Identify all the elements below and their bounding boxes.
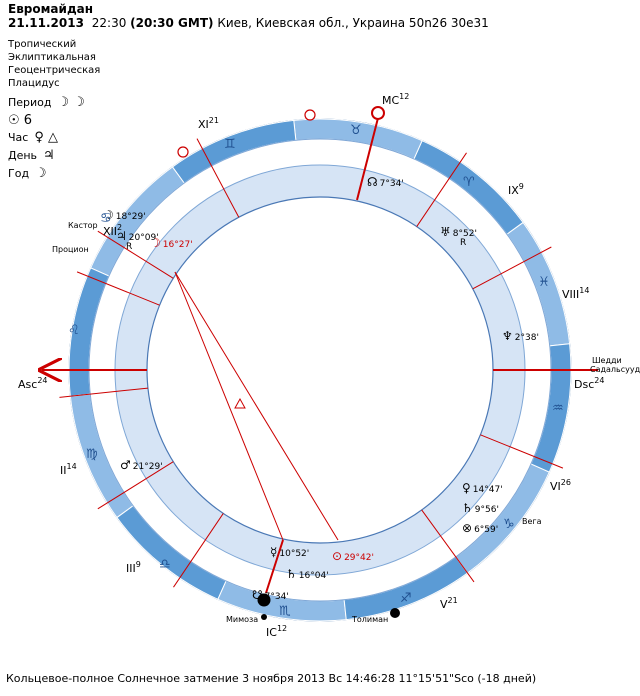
house-cusps	[59, 138, 564, 588]
house-cusp-line	[416, 152, 467, 227]
mc-axis-line	[356, 117, 379, 201]
star-procyon: Процион	[52, 245, 89, 254]
part-of-fortune-dot	[177, 146, 189, 158]
house-cusp-line	[196, 138, 240, 218]
star-toliman: Толиман	[351, 615, 388, 624]
sign-capricorn-icon: ♑	[503, 517, 515, 532]
house-cusp-line	[97, 461, 174, 510]
house-label-9: IX9	[508, 182, 524, 197]
zodiac-sign-segments	[68, 118, 572, 622]
star-sheddi: Шедди	[592, 356, 622, 365]
ic-label: IC12	[266, 624, 287, 639]
chart-title: Евромайдан	[8, 2, 94, 16]
chart-time: 22:30	[91, 16, 127, 30]
ruler-year: Год ☽	[8, 166, 47, 181]
ic-axis-line	[265, 539, 284, 594]
sign-scorpio-icon: ♏	[279, 604, 291, 619]
zodiac-glyphs: ♊ ♉ ♈ ♓ ♒ ♑ ♐ ♏ ♎ ♍ ♌ ♋	[68, 123, 564, 619]
aspect-square-line	[174, 271, 284, 541]
planet-positions: ☽18°29' ♃20°09'R ☽16°27' ♂21°29' ♅8°52'R…	[103, 175, 539, 602]
ruler-year-label: Год	[8, 167, 30, 180]
house-label-5: V21	[440, 596, 458, 611]
fixed-stars: Кастор Процион Шедди Садальсууд Вега Мим…	[52, 221, 640, 624]
planet-venus: ♀14°47'	[462, 481, 503, 495]
chart-date: 21.11.2013	[8, 16, 84, 30]
house-cusp-line	[173, 513, 224, 588]
house-label-8: VIII14	[562, 286, 589, 301]
ruler-day-glyphs: ♃	[43, 148, 55, 163]
ic-marker	[257, 593, 271, 607]
sign-leo-icon: ♌	[68, 323, 80, 338]
house-label-3: III9	[126, 560, 141, 575]
planet-mercury: ☿10°52'	[270, 545, 309, 559]
sign-pisces-icon: ♓	[538, 275, 550, 290]
planet-jupiter: ♃20°09'R	[116, 229, 159, 252]
sign-virgo-icon: ♍	[86, 447, 98, 462]
sign-cancer-icon: ♋	[100, 211, 112, 226]
chart-date-line: 21.11.2013 22:30 (20:30 GMT) Киев, Киевс…	[8, 16, 489, 30]
planet-moon-2: ☽16°27'	[150, 236, 193, 250]
sign-gemini-icon: ♊	[224, 137, 236, 152]
planet-saturn-2: ♄16°04'	[286, 567, 329, 581]
planet-north-node: ☊7°34'	[367, 175, 404, 189]
house-cusp-line	[472, 246, 552, 290]
ruler-day: День ♃	[8, 148, 55, 163]
house-label-2: II14	[60, 462, 77, 477]
house-label-12: XII2	[103, 223, 122, 238]
house-cusp-line	[421, 509, 475, 583]
aspect-triangle-icon	[234, 397, 246, 409]
ruler-day-label: День	[8, 149, 38, 162]
mc-marker	[371, 106, 385, 120]
coordinate-system: Эклиптикальная	[8, 52, 96, 63]
house-label-11: XI21	[198, 116, 219, 131]
ruler-hour-glyphs: ♀ △	[34, 130, 58, 145]
star-sadalsuud: Садальсууд	[590, 365, 640, 374]
ruler-period: Период ☽ ☽	[8, 95, 85, 110]
eclipse-footer: Кольцевое-полное Солнечное затмение 3 но…	[6, 672, 537, 685]
planet-fortune: ⊗6°59'	[462, 521, 498, 535]
house-system: Плацидус	[8, 78, 60, 89]
planet-sun: ⊙29°42'	[332, 549, 374, 563]
house-cusp-line	[480, 434, 564, 469]
sign-aquarius-icon: ♒	[552, 401, 564, 416]
ruler-year-glyphs: ☽	[35, 166, 47, 181]
ruler-sun: ☉ 6	[8, 113, 32, 128]
chart-place: Киев, Киевская обл., Украина 50n26 30e31	[217, 16, 489, 30]
star-castor: Кастор	[68, 221, 98, 230]
ruler-hour: Час ♀ △	[8, 130, 58, 145]
aspect-trine-line	[174, 271, 339, 541]
planet-mars: ♂21°29'	[120, 458, 163, 472]
star-mimosa: Мимоза	[226, 615, 258, 624]
vertex-dot	[304, 109, 316, 121]
house-label-6: VI26	[550, 478, 571, 493]
ruler-period-label: Период	[8, 96, 52, 109]
asc-label: Asc24	[18, 376, 48, 391]
sign-taurus-icon: ♉	[350, 123, 362, 138]
planet-neptune: ♆2°38'	[502, 329, 539, 343]
sign-sagittarius-icon: ♐	[400, 591, 412, 606]
ruler-period-glyphs: ☽ ☽	[57, 95, 85, 110]
chart-gmt: (20:30 GMT)	[130, 16, 214, 30]
planet-saturn: ♄9°56'	[462, 501, 499, 515]
planet-south-node: ☋7°34'	[252, 588, 289, 602]
house-cusp-line	[59, 387, 148, 398]
aspect-circle	[146, 196, 494, 544]
mc-label: MC12	[382, 92, 409, 107]
house-cusp-line	[76, 271, 160, 306]
dsc-label: Dsc24	[574, 376, 604, 391]
star-toliman-dot	[390, 608, 400, 618]
house-cusp-line	[97, 230, 174, 279]
center-system: Геоцентрическая	[8, 65, 101, 76]
star-mimosa-dot	[261, 614, 267, 620]
star-vega: Вега	[522, 517, 542, 526]
planet-uranus: ♅8°52'R	[440, 225, 477, 248]
sign-libra-icon: ♎	[159, 557, 171, 572]
ruler-sun-glyphs: ☉ 6	[8, 113, 33, 128]
ruler-hour-label: Час	[8, 131, 29, 144]
planet-moon: ☽18°29'	[103, 208, 146, 222]
sign-aries-icon: ♈	[463, 175, 475, 190]
zodiac-system: Тропический	[8, 39, 77, 50]
